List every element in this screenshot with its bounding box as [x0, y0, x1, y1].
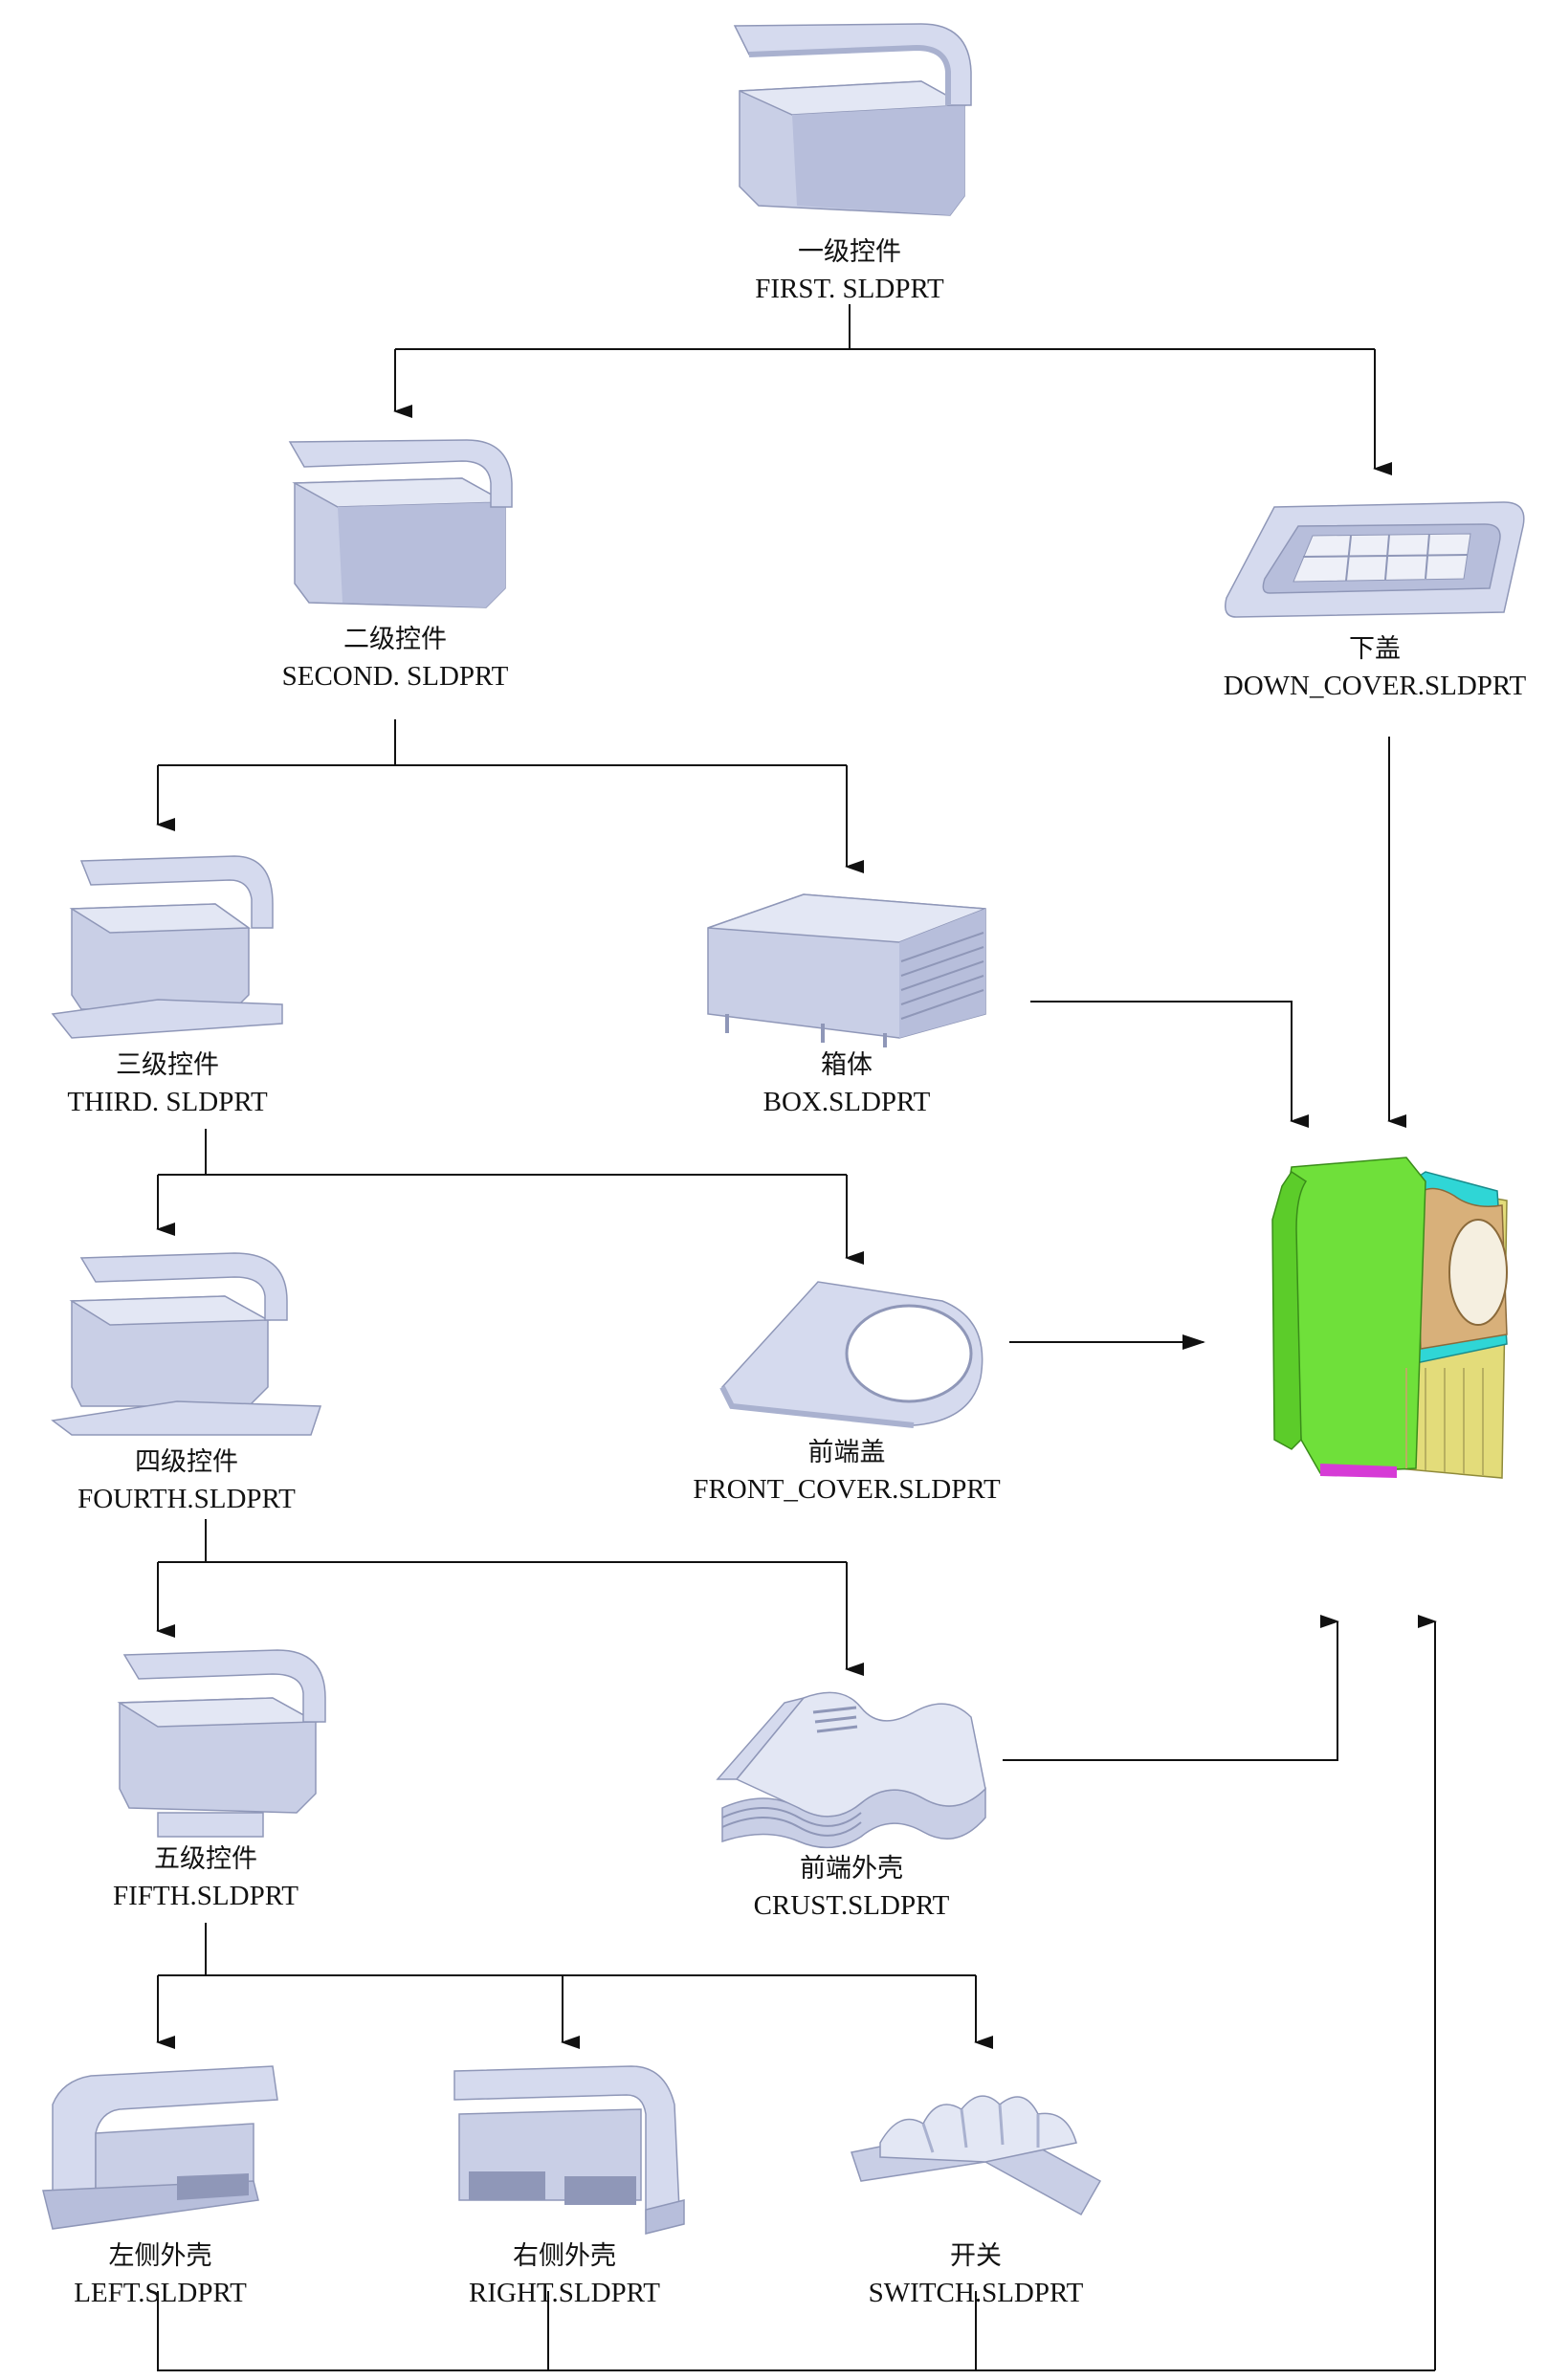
- front-cover-part-image: [719, 1281, 983, 1428]
- node-front-cover: 前端盖 FRONT_COVER.SLDPRT: [684, 1263, 1009, 1508]
- right-file-label: RIGHT.SLDPRT: [469, 2278, 660, 2308]
- first-file-label: FIRST. SLDPRT: [755, 274, 944, 304]
- third-file-label: THIRD. SLDPRT: [67, 1087, 268, 1117]
- connector-first-to-second: [395, 348, 1375, 411]
- crust-part-image: [716, 1691, 986, 1849]
- node-first: 一级控件 FIRST. SLDPRT: [706, 14, 993, 307]
- third-cn-label: 三级控件: [116, 1050, 219, 1080]
- left-file-label: LEFT.SLDPRT: [74, 2278, 247, 2308]
- node-crust: 前端外壳 CRUST.SLDPRT: [698, 1674, 1005, 1924]
- connector-box-to-assembly: [1030, 1001, 1309, 1128]
- fifth-cn-label: 五级控件: [154, 1844, 257, 1874]
- node-box: 箱体 BOX.SLDPRT: [694, 880, 1000, 1120]
- connector-bottom-bus: [157, 2291, 1435, 2371]
- fourth-file-label: FOURTH.SLDPRT: [77, 1484, 296, 1514]
- node-left: 左侧外壳 LEFT.SLDPRT: [24, 2057, 297, 2311]
- connector-fifth-to-left: [158, 1974, 976, 2042]
- down-cover-file-label: DOWN_COVER.SLDPRT: [1223, 671, 1527, 701]
- node-second: 二级控件 SECOND. SLDPRT: [252, 430, 539, 694]
- switch-cn-label: 开关: [950, 2241, 1002, 2271]
- fourth-cn-label: 四级控件: [135, 1447, 238, 1477]
- right-part-image: [453, 2065, 685, 2235]
- second-file-label: SECOND. SLDPRT: [281, 661, 509, 692]
- fourth-part-image: [51, 1252, 322, 1436]
- node-third: 三级控件 THIRD. SLDPRT: [38, 832, 297, 1120]
- crust-file-label: CRUST.SLDPRT: [753, 1890, 950, 1921]
- box-file-label: BOX.SLDPRT: [762, 1087, 931, 1117]
- connector-second-to-third: [158, 764, 847, 825]
- connector-fourth-to-fifth: [158, 1561, 847, 1631]
- box-part-image: [707, 893, 986, 1047]
- second-part-image: [288, 439, 513, 608]
- switch-part-image: [851, 2095, 1102, 2216]
- connector-crust-to-assembly: [1003, 1615, 1339, 1761]
- node-fifth: 五级控件 FIFTH.SLDPRT: [62, 1626, 349, 1914]
- crust-cn-label: 前端外壳: [800, 1854, 903, 1884]
- down-cover-part-image: [1225, 501, 1525, 618]
- second-cn-label: 二级控件: [343, 625, 447, 654]
- left-cn-label: 左侧外壳: [108, 2241, 212, 2271]
- left-part-image: [42, 2065, 278, 2230]
- first-part-image: [733, 23, 972, 216]
- right-cn-label: 右侧外壳: [513, 2241, 616, 2271]
- fifth-part-image: [117, 1649, 326, 1838]
- switch-file-label: SWITCH.SLDPRT: [868, 2278, 1084, 2308]
- front-cover-file-label: FRONT_COVER.SLDPRT: [693, 1474, 1001, 1505]
- node-assembly: [1253, 1153, 1531, 1497]
- box-cn-label: 箱体: [821, 1050, 873, 1080]
- down-cover-cn-label: 下盖: [1349, 634, 1401, 664]
- assembly-image: [1271, 1157, 1508, 1479]
- fifth-file-label: FIFTH.SLDPRT: [112, 1881, 299, 1911]
- node-down-cover: 下盖 DOWN_COVER.SLDPRT: [1207, 488, 1542, 704]
- node-right: 右侧外壳 RIGHT.SLDPRT: [421, 2057, 708, 2311]
- front-cover-cn-label: 前端盖: [807, 1438, 886, 1467]
- node-fourth: 四级控件 FOURTH.SLDPRT: [38, 1229, 335, 1517]
- node-switch: 开关 SWITCH.SLDPRT: [832, 2057, 1119, 2311]
- third-part-image: [51, 855, 283, 1039]
- first-cn-label: 一级控件: [798, 237, 901, 267]
- connector-third-to-fourth: [158, 1174, 847, 1229]
